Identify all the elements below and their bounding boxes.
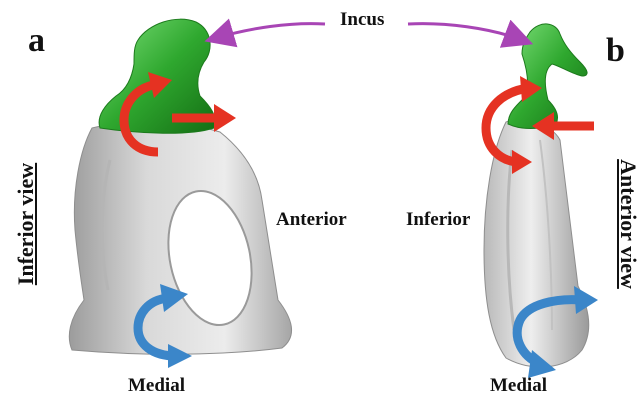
panel-label-a: a [28, 24, 45, 58]
incus-label: Incus [340, 10, 384, 29]
panel-label-b: b [606, 34, 625, 68]
medial-label-b: Medial [490, 376, 547, 395]
medial-label-a: Medial [128, 376, 185, 395]
inferior-label: Inferior [406, 210, 470, 229]
inferior-view-label: Inferior view [15, 163, 37, 285]
pointer-arrow-left [216, 24, 325, 38]
anterior-label: Anterior [276, 210, 347, 229]
anterior-view-label: Anterior view [617, 159, 639, 289]
bone-model-a [69, 122, 291, 355]
pointer-arrow-right [408, 24, 522, 40]
